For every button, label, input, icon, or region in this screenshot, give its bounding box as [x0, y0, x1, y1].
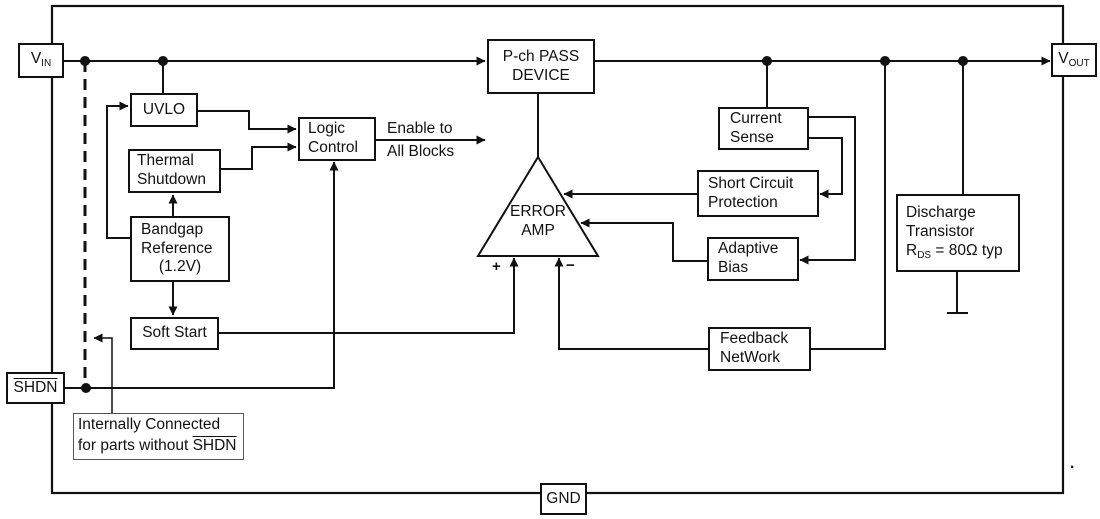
bandgap-line1: Bandgap [141, 220, 204, 238]
error-amp-line2: AMP [521, 221, 555, 239]
block-thermal-shutdown: Thermal Shutdown [128, 149, 221, 193]
block-current-sense: Current Sense [718, 107, 809, 150]
wires [63, 56, 1051, 415]
junction-dots [80, 56, 968, 393]
enable-annotation-line2: All Blocks [387, 143, 455, 160]
error-amp-minus: − [566, 257, 575, 274]
feedback-line2: NetWork [720, 349, 781, 366]
discharge-line1: Discharge [906, 204, 976, 221]
discharge-line3: RDS = 80Ω typ [906, 241, 1003, 261]
block-uvlo: UVLO [130, 93, 198, 127]
pin-gnd: GND [540, 483, 587, 515]
pass-line2: DEVICE [512, 66, 570, 84]
current-sense-line2: Sense [730, 128, 774, 146]
block-feedback-network: Feedback NetWork [708, 327, 811, 371]
error-amp-line1: ERROR [510, 203, 566, 220]
pin-vout: VOUT [1051, 43, 1097, 77]
block-bandgap-reference: Bandgap Reference (1.2V) [130, 216, 230, 282]
error-amp-plus: + [492, 258, 501, 275]
feedback-line1: Feedback [720, 330, 789, 348]
enable-annotation-line1: Enable to [387, 120, 453, 137]
bandgap-line3: (1.2V) [158, 258, 202, 276]
adaptive-bias-line2: Bias [718, 259, 749, 276]
adaptive-bias-line1: Adaptive [718, 240, 779, 258]
block-discharge-transistor: Discharge Transistor RDS = 80Ω typ [896, 194, 1020, 272]
pin-vin: VIN [18, 43, 64, 78]
pin-gnd-label: GND [546, 489, 581, 507]
short-circuit-line2: Protection [708, 193, 778, 211]
current-sense-line1: Current [730, 109, 782, 127]
pin-vout-label: VOUT [1058, 49, 1090, 69]
soft-start-label: Soft Start [142, 324, 207, 342]
discharge-line2: Transistor [906, 222, 975, 240]
block-logic-control: Logic Control [298, 117, 376, 161]
pin-vin-label: VIN [30, 50, 52, 70]
pin-shdn: SHDN [6, 372, 65, 404]
note-line2: for parts without SHDN [78, 436, 237, 454]
thermal-line2: Shutdown [137, 171, 206, 188]
block-adaptive-bias: Adaptive Bias [707, 237, 799, 281]
block-pass-device: P-ch PASS DEVICE [487, 39, 595, 94]
thermal-line1: Thermal [137, 152, 194, 170]
block-soft-start: Soft Start [130, 317, 219, 350]
internally-connected-note: Internally Connected for parts without S… [73, 413, 244, 460]
error-amp-label: ERROR AMP [500, 203, 576, 240]
stray-dot: . [1070, 455, 1075, 472]
bandgap-line2: Reference [141, 239, 213, 257]
logic-line2: Control [308, 139, 358, 156]
pass-line1: P-ch PASS [502, 47, 580, 65]
block-short-circuit-protection: Short Circuit Protection [697, 170, 819, 217]
error-amp-triangle [476, 155, 600, 257]
pin-shdn-label: SHDN [13, 378, 58, 396]
uvlo-label: UVLO [142, 100, 186, 118]
logic-line1: Logic [308, 120, 346, 138]
short-circuit-line1: Short Circuit [708, 174, 794, 192]
note-line1: Internally Connected [78, 416, 221, 433]
